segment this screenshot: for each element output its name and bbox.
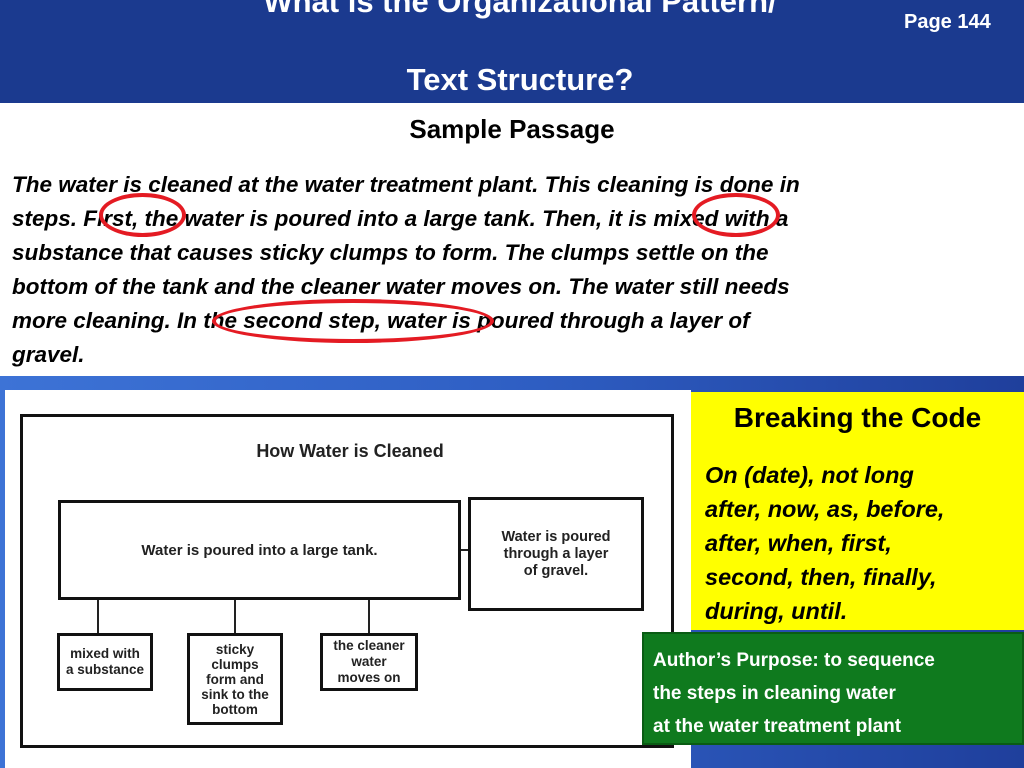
substep-line: water xyxy=(351,654,387,669)
water-cleaning-diagram: How Water is Cleaned Water is poured int… xyxy=(20,414,674,748)
sample-passage-heading: Sample Passage xyxy=(409,114,615,144)
main-step-box: Water is poured into a large tank. xyxy=(58,500,461,600)
signal-words-line: On (date), not long xyxy=(705,462,914,488)
passage-line: substance that causes sticky clumps to f… xyxy=(12,240,769,265)
breaking-the-code-box: Breaking the Code On (date), not long af… xyxy=(691,392,1024,630)
slide-title-line-2: Text Structure? xyxy=(406,62,634,97)
gravel-step-line: through a layer xyxy=(503,545,609,562)
circle-highlight-then xyxy=(692,193,780,237)
substep-box: sticky clumps form and sink to the botto… xyxy=(187,633,283,725)
gravel-step-line: of gravel. xyxy=(523,562,589,579)
substep-line: the cleaner xyxy=(333,638,405,653)
breaking-the-code-title: Breaking the Code xyxy=(733,402,982,433)
signal-words-list: On (date), not long after, now, as, befo… xyxy=(705,458,1015,628)
main-step-label: Water is poured into a large tank. xyxy=(141,541,378,559)
substep-line: bottom xyxy=(212,701,258,717)
substep-line: clumps xyxy=(211,656,259,672)
page-number: Page 144 xyxy=(904,11,991,33)
substep-line: sticky xyxy=(215,641,255,657)
gravel-step-box: Water is poured through a layer of grave… xyxy=(468,497,644,611)
authors-purpose-box: Author’s Purpose: to sequence the steps … xyxy=(642,632,1024,745)
diagram-title: How Water is Cleaned xyxy=(256,441,444,461)
passage-line: bottom of the tank and the cleaner water… xyxy=(12,274,790,299)
passage-line: The water is cleaned at the water treatm… xyxy=(12,172,800,197)
title-bar: What is the Organizational Pattern/ Text… xyxy=(0,0,1024,103)
authors-purpose-line: the steps in cleaning water xyxy=(653,683,896,704)
signal-words-line: after, when, first, xyxy=(705,530,892,556)
signal-words-line: second, then, finally, xyxy=(705,564,937,590)
slide-title-line-1: What is the Organizational Pattern/ xyxy=(263,0,777,19)
authors-purpose-line: at the water treatment plant xyxy=(653,716,902,737)
substep-line: form and xyxy=(206,671,264,687)
authors-purpose-line: Author’s Purpose: to sequence xyxy=(653,650,935,671)
circle-highlight-first xyxy=(99,193,186,237)
circle-highlight-second-step xyxy=(212,299,494,343)
substep-line: moves on xyxy=(337,670,401,685)
signal-words-line: after, now, as, before, xyxy=(705,496,945,522)
signal-words-line: during, until. xyxy=(705,598,848,624)
passage-line: gravel. xyxy=(12,342,85,367)
passage-line: more cleaning. In the second step, water… xyxy=(12,308,750,333)
authors-purpose-text: Author’s Purpose: to sequence the steps … xyxy=(653,644,1023,743)
connector-line xyxy=(97,600,99,633)
substep-box: the cleaner water moves on xyxy=(320,633,418,691)
gravel-step-line: Water is poured xyxy=(501,528,611,545)
substep-line: sink to the xyxy=(201,686,269,702)
substep-line: mixed with xyxy=(70,646,140,661)
substep-line: a substance xyxy=(65,662,145,677)
connector-line xyxy=(234,600,236,633)
connector-line xyxy=(368,600,370,633)
substep-box: mixed with a substance xyxy=(57,633,153,691)
